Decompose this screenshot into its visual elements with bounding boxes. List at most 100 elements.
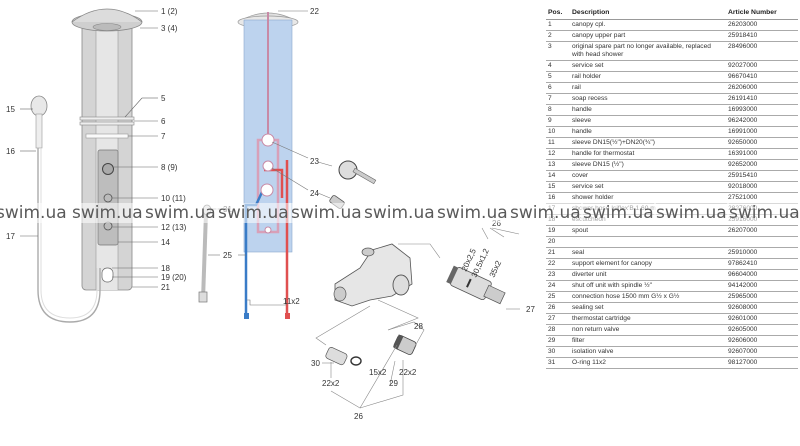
cell-description: cover xyxy=(570,170,726,182)
cell-pos: 10 xyxy=(546,126,570,138)
thermostat-assembly: 26 20x2,5 30,5x1,2 35x2 27 28 30 22x2 15… xyxy=(311,219,535,421)
handle-8 xyxy=(102,163,114,175)
cell-description: handle xyxy=(570,104,726,116)
cell-description: service set xyxy=(570,181,726,193)
cell-pos: 31 xyxy=(546,357,570,369)
callout-1-2: 1 (2) xyxy=(161,7,178,16)
callout-29: 29 xyxy=(389,379,398,388)
cell-description: shower holder xyxy=(570,192,726,204)
cell-article: 97862410 xyxy=(726,258,798,270)
cell-article: 16391000 xyxy=(726,148,798,160)
callout-21: 21 xyxy=(161,283,170,292)
isolation-valve xyxy=(325,347,348,366)
cell-description: sleeve xyxy=(570,115,726,127)
cell-description: sealing set xyxy=(570,302,726,314)
cell-article: 92650000 xyxy=(726,137,798,149)
table-row: 20 xyxy=(546,236,798,248)
cell-article: 26206000 xyxy=(726,82,798,94)
cell-description: spout xyxy=(570,225,726,237)
cell-description: canopy cpl. xyxy=(570,19,726,31)
cell-pos: 1 xyxy=(546,19,570,31)
cell-article: 16993000 xyxy=(726,104,798,116)
cell-pos: 18 xyxy=(546,214,570,226)
cell-pos: 6 xyxy=(546,82,570,94)
cell-description: soap recess xyxy=(570,93,726,105)
cell-article xyxy=(726,236,798,248)
cell-pos: 28 xyxy=(546,324,570,336)
cell-pos: 9 xyxy=(546,115,570,127)
cell-description: handle for thermostat xyxy=(570,148,726,160)
cell-article: 25910000 xyxy=(726,247,798,259)
cell-article: 26207000 xyxy=(726,225,798,237)
callout-22: 22 xyxy=(310,7,319,16)
callout-22x2-left: 22x2 xyxy=(322,379,340,388)
cell-pos: 26 xyxy=(546,302,570,314)
callout-18: 18 xyxy=(161,264,170,273)
cell-description: filter xyxy=(570,335,726,347)
cell-article: 92652000 xyxy=(726,159,798,171)
cell-pos: 8 xyxy=(546,104,570,116)
cell-article: 96604000 xyxy=(726,269,798,281)
callout-17: 17 xyxy=(6,232,15,241)
callout-27: 27 xyxy=(526,305,535,314)
internal-plumbing: 22 23 24 25 31 11x2 xyxy=(198,7,377,319)
non-return-valve xyxy=(392,334,417,355)
cell-article: 25916000 xyxy=(726,214,798,226)
hand-shower xyxy=(30,95,48,117)
header-article: Article Number xyxy=(726,8,798,20)
cell-article: 25915410 xyxy=(726,170,798,182)
spout xyxy=(101,267,114,283)
cell-article: 92606000 xyxy=(726,335,798,347)
callout-6: 6 xyxy=(161,117,166,126)
cell-pos: 30 xyxy=(546,346,570,358)
handle-12 xyxy=(103,221,113,231)
cell-description: isolation valve xyxy=(570,346,726,358)
cell-pos: 27 xyxy=(546,313,570,325)
cell-pos: 21 xyxy=(546,247,570,259)
cell-description: shower hose Isiflex'B 1,60 m xyxy=(570,203,726,215)
cell-article: 92607000 xyxy=(726,346,798,358)
header-description: Description xyxy=(570,8,726,20)
diverter-unit xyxy=(338,160,377,185)
callout-26-bottom: 26 xyxy=(354,412,363,421)
cell-article: 92027000 xyxy=(726,60,798,72)
callout-5: 5 xyxy=(161,94,166,103)
cell-description: connection hose 1500 mm G½ x G½ xyxy=(570,291,726,303)
cell-pos: 3 xyxy=(546,41,570,61)
cell-description: support element for canopy xyxy=(570,258,726,270)
callout-26-top: 26 xyxy=(492,219,501,228)
cell-pos: 12 xyxy=(546,148,570,160)
cell-article: 92608000 xyxy=(726,302,798,314)
cell-article: 26203000 xyxy=(726,19,798,31)
rail xyxy=(79,116,135,121)
cell-article: 28496000 xyxy=(726,41,798,61)
callout-24: 24 xyxy=(310,189,319,198)
cell-pos: 24 xyxy=(546,280,570,292)
cell-description: original spare part no longer available,… xyxy=(570,41,726,61)
connection-hose xyxy=(201,211,208,301)
cell-pos: 5 xyxy=(546,71,570,83)
cell-article: 96242000 xyxy=(726,115,798,127)
cell-article: 92605000 xyxy=(726,324,798,336)
cell-description: seal xyxy=(570,247,726,259)
cell-article: 16991000 xyxy=(726,126,798,138)
table-header-row: Pos. Description Article Number xyxy=(546,8,798,20)
callout-19-20: 19 (20) xyxy=(161,273,187,282)
callout-28: 28 xyxy=(414,322,423,331)
callout-15: 15 xyxy=(6,105,15,114)
cell-description: thermostat cartridge xyxy=(570,313,726,325)
